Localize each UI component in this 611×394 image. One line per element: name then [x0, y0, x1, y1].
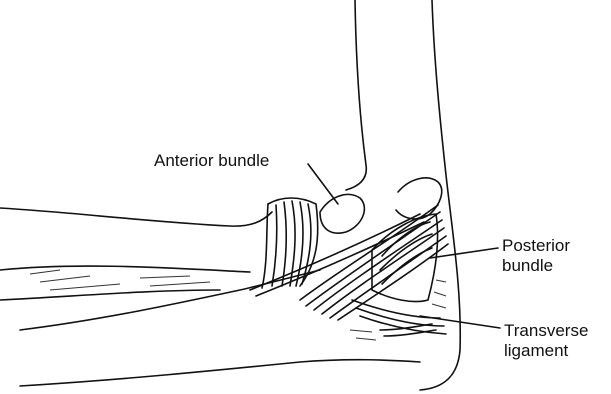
- posterior-bundle-fan: [372, 214, 438, 302]
- label-posterior-line-2: bundle: [502, 256, 570, 276]
- anterior-bundle-outline-2: [262, 204, 268, 288]
- label-posterior-bundle: Posterior bundle: [502, 236, 570, 276]
- label-posterior-line-1: Posterior: [502, 236, 570, 256]
- ulna-lower-edge: [20, 360, 420, 386]
- humerus-outline-left: [346, 0, 366, 190]
- label-anterior-bundle: Anterior bundle: [154, 151, 269, 171]
- label-transverse-line-2: ligament: [504, 341, 588, 361]
- posterior-bundle-fibres: [250, 205, 448, 320]
- ulna-upper-edge: [0, 208, 272, 226]
- label-transverse-line-1: Transverse: [504, 321, 588, 341]
- coronoid-process: [320, 194, 364, 233]
- forearm-edge-1: [0, 266, 250, 272]
- label-transverse-ligament: Transverse ligament: [504, 321, 588, 361]
- medial-epicondyle: [396, 178, 442, 219]
- pointer-anterior: [308, 164, 338, 204]
- forearm-edge-2: [0, 290, 220, 300]
